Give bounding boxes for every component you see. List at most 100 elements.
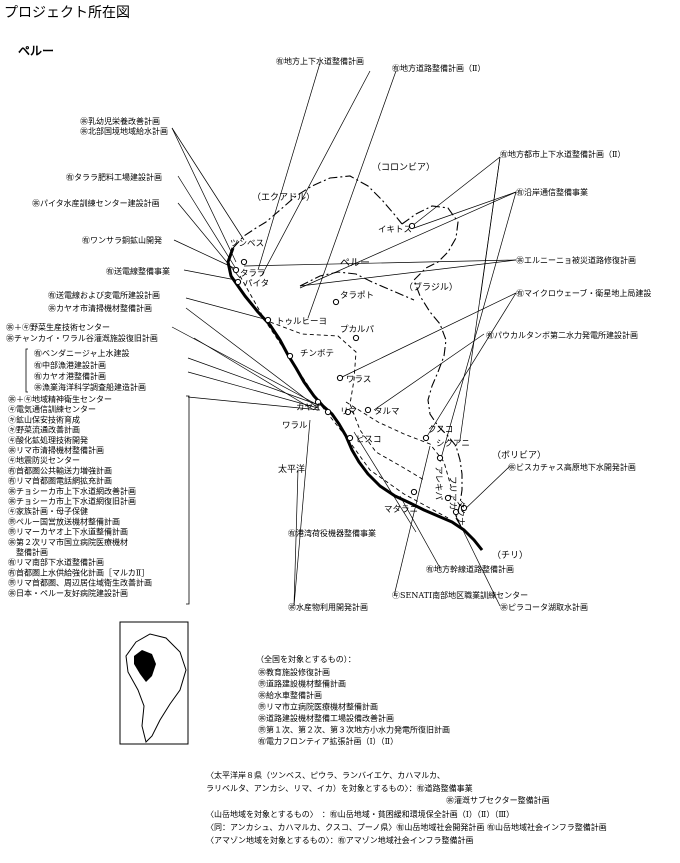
city-huaral: ワラル: [282, 421, 308, 431]
border-ecuador: [232, 175, 403, 249]
city-paita: パイタ: [244, 279, 269, 289]
callout-left-8: ㊪＋㋖野菜生産技術センター: [6, 322, 110, 332]
city-marker: [444, 494, 452, 502]
callout-left-2: ㊒タララ肥料工場建設計画: [66, 172, 162, 182]
city-huaraz: ワラス: [346, 375, 371, 385]
lima-list-item: ㊪リマ市清掃機材整備計画: [8, 445, 104, 455]
city-marker: [240, 258, 248, 266]
lima-project-list: ㊪＋㋖地域精神衛生センター㋖電気通信訓練センター㋖鉱山保安技術育成㋖野菜流通改善…: [8, 394, 152, 598]
city-cusco: クスコ: [428, 425, 453, 435]
city-marker: [436, 454, 444, 462]
city-marker: [344, 408, 352, 416]
city-marker: [364, 406, 372, 414]
city-marker: [234, 278, 242, 286]
lima-list-item: ㋖野菜流通改善計画: [8, 425, 80, 435]
city-marker: [332, 298, 340, 306]
page-title: プロジェクト所在図: [4, 5, 130, 21]
city-arequipa: アレキパ: [433, 466, 443, 501]
callout-left-12: ㊒カヤオ港整備計画: [34, 371, 106, 381]
city-marker: [286, 352, 294, 360]
lima-list-item: ㊒首都圏上水供給強化計画［マルカⅡ］: [8, 567, 149, 577]
inset-peru-highlight: [134, 650, 156, 682]
lima-list-item: ㊒リマ首都圏電話網拡充計画: [8, 476, 112, 486]
city-matarani: マタラニ: [384, 505, 418, 515]
nationwide-list: ㊪教育施設修復計画㊪道路建設機材整備計画㊪給水車整備計画㊪リマ市立病院医療機材整…: [258, 667, 450, 746]
callout-left-11: ㊒中部漁港建設計画: [34, 360, 106, 370]
callout-left-4: ㊒ワンサラ銅鉱山開発: [82, 235, 162, 245]
callout-left-7: ㊪カヤオ市清掃機材整備計画: [48, 303, 152, 313]
callout-left-13: ㊪漁業海洋科学調査船建造計画: [34, 382, 146, 392]
nationwide-item: ㊒電力フロンティア拡張計画（Ⅰ）（Ⅱ）: [258, 736, 398, 746]
city-sicuani: シクアニ: [436, 439, 470, 449]
city-marker: [264, 316, 272, 324]
callout-right-2: ㊪エルニーニョ被災道路修復計画: [516, 255, 636, 265]
label-brazil: （ブラジル）: [404, 281, 458, 293]
city-marker: [314, 398, 322, 406]
lima-list-item: ㋖鉱山保安技術育成: [8, 414, 80, 424]
callout-bottom-4: ㊪ピラコータ湖取水計画: [500, 602, 588, 612]
lima-list-item: ㋖家族計画・母子保健: [8, 506, 88, 516]
callout-bottom-1: ㊒地方幹線道路整備計画: [426, 564, 514, 574]
city-marker: [408, 222, 416, 230]
regional-coast-1: 〈太平洋岸８県（ツンベス、ピウラ、ランバイエケ、カハマルカ、: [206, 770, 445, 780]
callout-left-3: ㊪パイタ水産訓練センター建設計画: [32, 198, 160, 208]
callout-bottom-0: ㊒港湾荷役機器整備事業: [288, 528, 376, 538]
city-marker: [324, 408, 332, 416]
city-marker: [346, 434, 354, 442]
city-juliaca: フリアカ: [447, 476, 457, 510]
callout-top-1: ㊒地方道路整備計画（Ⅱ）: [392, 63, 485, 73]
lima-list-item: ㊪リマ首都圏、周辺居住域衛生改善計画: [8, 578, 152, 588]
nationwide-item: ㊪第１次、第２次、第３次地方小水力発電所復旧計画: [258, 725, 450, 735]
regional-andes-1: 〈山岳地域を対象とするもの〉 ：㊒山岳地域・貧困緩和環境保全計画（Ⅰ）（Ⅱ）（Ⅲ…: [206, 809, 514, 819]
lima-list-item: ㊒首都圏公共輸送力増強計画: [8, 465, 112, 475]
callout-bottom-2: ㋖SENATI南部地区職業訓練センター: [392, 590, 528, 600]
lima-list-item: ㊒リマ南部下水道整備計画: [8, 557, 104, 567]
city-chimbote: チンボテ: [300, 349, 334, 359]
city-pisco: ピスコ: [356, 435, 382, 445]
city-talara: タララ: [240, 269, 266, 279]
city-trujillo: トゥルヒーヨ: [276, 317, 327, 327]
callout-left-10: ㊒ベンダニージャ上水建設: [34, 348, 129, 358]
regional-coast-3: ㊪灌漑サブセクター整備計画: [446, 795, 550, 805]
lima-list-item: ㊪ペルー国営放送機材整備計画: [8, 516, 120, 526]
city-marker: [410, 488, 418, 496]
label-chile: （チリ）: [492, 550, 528, 561]
brace-lima-list: [186, 395, 190, 605]
city-markers: [232, 222, 468, 516]
lima-list-item: ㋖地震防災センター: [8, 455, 80, 465]
lima-list-item: ㋖電気通信訓練センター: [8, 404, 96, 414]
callout-left-6: ㊒送電線および変電所建設計画: [48, 290, 160, 300]
lima-list-item: ㊪＋㋖地域精神衛生センター: [8, 394, 112, 404]
city-callao: カヤオ: [296, 403, 322, 413]
brace-left-group: [25, 348, 28, 393]
label-ecuador: （エクアドル）: [252, 192, 315, 203]
city-marker: [460, 504, 468, 512]
road-andes: [269, 321, 425, 481]
nationwide-item: ㊪給水車整備計画: [258, 690, 322, 700]
border-colombia-brazil: [401, 205, 463, 519]
lima-list-item: ㊪第２次リマ市国立病院医療機材: [8, 537, 128, 547]
label-colombia: （コロンビア）: [372, 162, 435, 173]
callout-left-1: ㊪北部国境地域給水計画: [80, 126, 168, 136]
nationwide-heading: （全国を対象とするもの）：: [256, 654, 356, 664]
label-pacific: 太平洋: [278, 463, 305, 475]
callout-bottom-3: ㊪水産物利用開発計画: [288, 602, 368, 612]
lima-list-item: ㊪日本・ペルー友好病院建設計画: [8, 588, 128, 598]
city-tumbes: ツンベス: [230, 239, 264, 249]
city-marker: [232, 266, 240, 274]
country-label: ペルー: [18, 44, 54, 58]
label-bolivia: （ボリビア）: [492, 450, 546, 461]
leader-lines: [171, 62, 517, 607]
city-marker: [422, 434, 430, 442]
callout-right-1: ㊒沿岸通信整備事業: [516, 187, 588, 197]
coastline: [226, 247, 484, 551]
callout-left-5: ㊒送電線整備事業: [106, 266, 170, 276]
callout-right-3: ㊒マイクロウェーブ・衛星地上局建設: [516, 288, 651, 298]
callout-left-0: ㊪乳幼児栄養改善計画: [80, 116, 160, 126]
lima-list-item: 整備計画: [8, 547, 48, 557]
city-marker: [452, 508, 460, 516]
callout-right-4: ㊒パウカルタンボ第二水力発電所建設計画: [486, 330, 638, 340]
regional-coast-2: ラリベルタ、アンカシ、リマ、イカ）を対象とするもの〉：㊒道路整備事業: [206, 783, 473, 793]
city-tacna: タクナ: [455, 500, 465, 526]
